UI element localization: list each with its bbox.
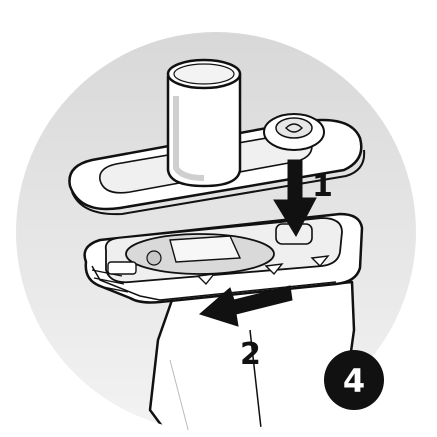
step-badge-number: 4 [343,362,365,400]
feed-chute [168,60,240,186]
step-label-2: 2 [240,337,261,372]
step-badge: 4 [324,350,384,410]
step-label-1: 1 [312,169,333,204]
